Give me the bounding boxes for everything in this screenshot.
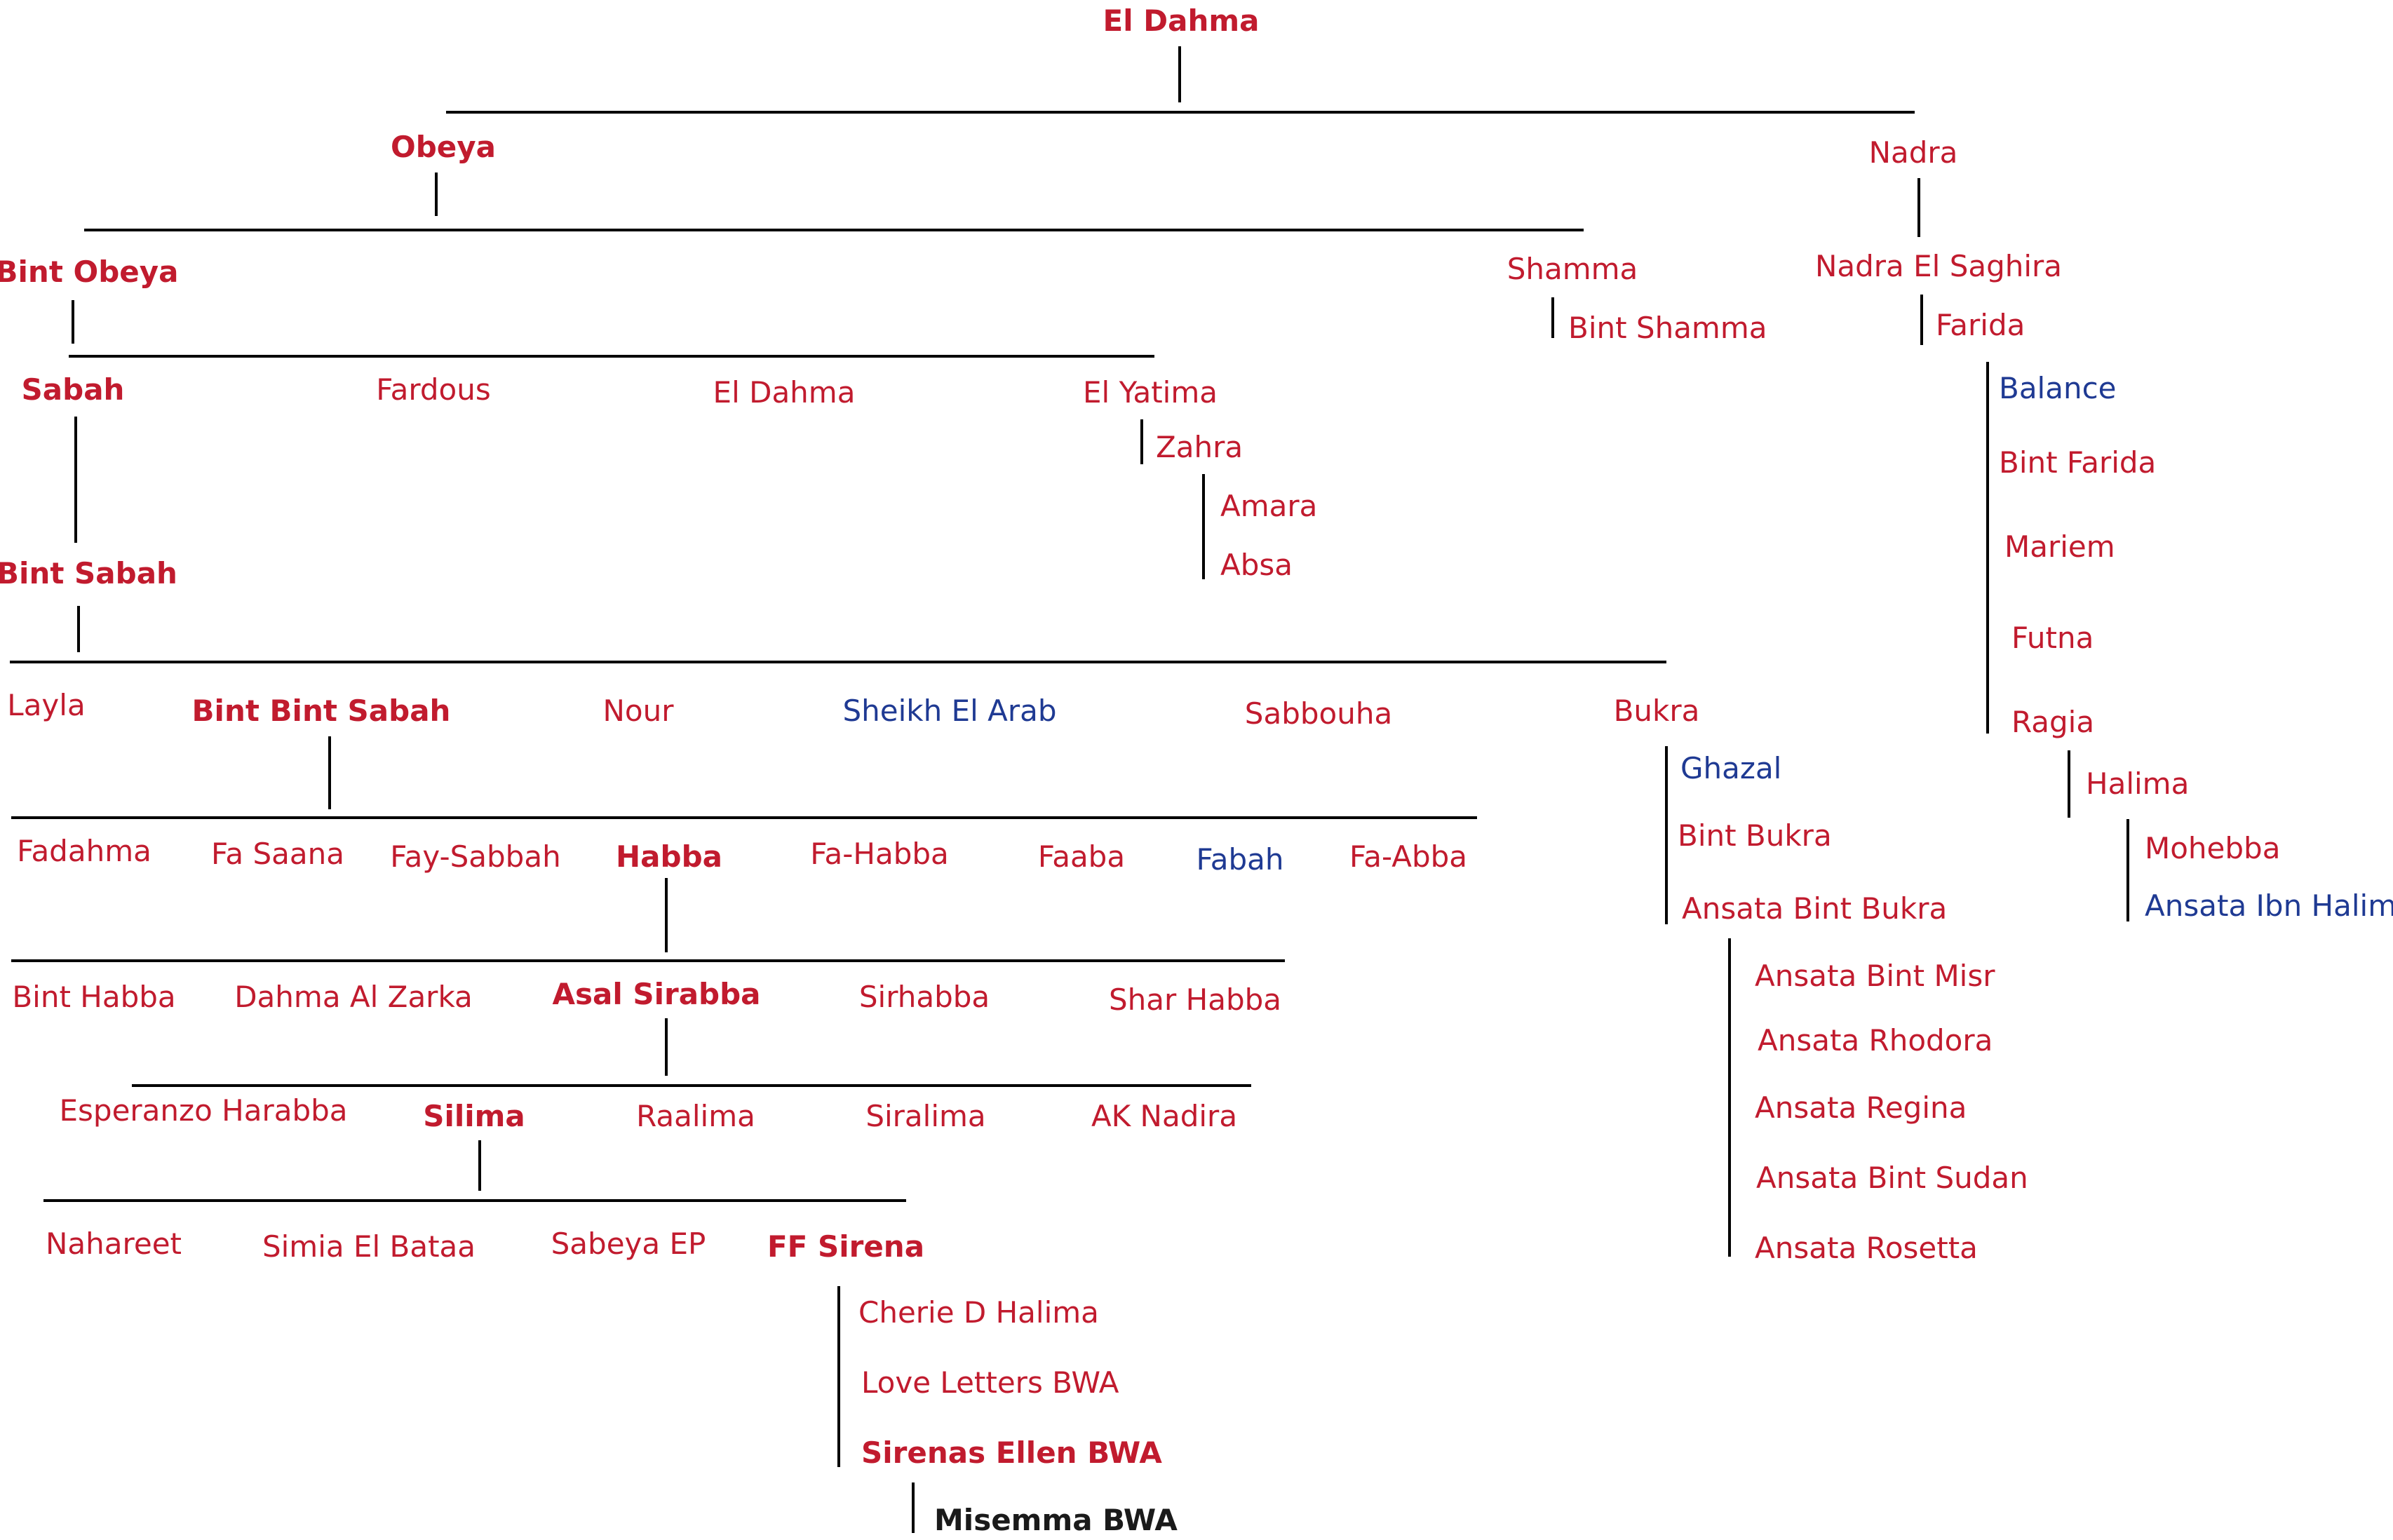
node-bint-obeya: Bint Obeya: [0, 255, 179, 289]
node-futna: Futna: [2011, 621, 2094, 655]
node-bint-sabah: Bint Sabah: [0, 556, 177, 590]
node-sabbouha: Sabbouha: [1244, 696, 1393, 731]
node-simia-el-bataa: Simia El Bataa: [262, 1229, 476, 1264]
node-esperanzo-harabba: Esperanzo Harabba: [59, 1093, 348, 1128]
node-love-letters-bwa: Love Letters BWA: [861, 1365, 1119, 1400]
node-ragia: Ragia: [2011, 705, 2095, 739]
node-silima: Silima: [423, 1099, 525, 1133]
node-ff-sirena: FF Sirena: [767, 1229, 925, 1264]
node-fadahma: Fadahma: [17, 834, 151, 868]
node-cherie-d-halima: Cherie D Halima: [858, 1295, 1099, 1330]
node-nadra-el-saghira: Nadra El Saghira: [1814, 249, 2063, 283]
node-nahareet: Nahareet: [45, 1227, 182, 1261]
node-bint-farida: Bint Farida: [1999, 445, 2157, 480]
node-el-dahma-root: El Dahma: [1103, 4, 1260, 38]
node-ansata-rosetta: Ansata Rosetta: [1755, 1231, 1978, 1265]
node-sirenas-ellen-bwa: Sirenas Ellen BWA: [861, 1436, 1162, 1470]
node-bint-habba: Bint Habba: [12, 980, 176, 1014]
node-nadra: Nadra: [1868, 135, 1958, 170]
node-farida: Farida: [1936, 308, 2025, 342]
node-fardous: Fardous: [376, 372, 491, 407]
node-fa-abba: Fa-Abba: [1349, 839, 1468, 874]
node-fabah: Fabah: [1196, 842, 1284, 877]
node-misemma-bwa: Misemma BWA: [934, 1503, 1178, 1537]
node-el-yatima: El Yatima: [1083, 375, 1218, 410]
node-nour: Nour: [602, 694, 674, 728]
node-bint-bukra: Bint Bukra: [1678, 818, 1832, 853]
node-bint-shamma: Bint Shamma: [1568, 311, 1767, 345]
node-raalima: Raalima: [636, 1099, 755, 1133]
node-dahma-al-zarka: Dahma Al Zarka: [234, 980, 473, 1014]
node-fa-habba: Fa-Habba: [810, 837, 949, 871]
node-faaba: Faaba: [1037, 839, 1126, 874]
node-ansata-ibn-halim: Ansata Ibn Halim: [2145, 889, 2393, 923]
node-ak-nadira: AK Nadira: [1091, 1099, 1238, 1133]
node-obeya: Obeya: [391, 130, 496, 164]
node-balance: Balance: [1999, 371, 2117, 405]
node-layla: Layla: [7, 688, 86, 722]
node-ghazal: Ghazal: [1680, 751, 1782, 785]
node-ansata-bint-misr: Ansata Bint Misr: [1755, 959, 1995, 993]
node-fa-saana: Fa Saana: [211, 837, 344, 871]
node-shar-habba: Shar Habba: [1108, 982, 1282, 1017]
node-ansata-bint-bukra: Ansata Bint Bukra: [1682, 891, 1948, 926]
node-ansata-bint-sudan: Ansata Bint Sudan: [1756, 1161, 2028, 1195]
node-bukra: Bukra: [1613, 694, 1700, 728]
node-ansata-regina: Ansata Regina: [1755, 1090, 1967, 1125]
node-sabah: Sabah: [21, 372, 125, 407]
node-mohebba: Mohebba: [2145, 831, 2281, 865]
node-habba: Habba: [616, 839, 722, 874]
node-mariem: Mariem: [2004, 529, 2115, 564]
node-amara: Amara: [1220, 489, 1318, 523]
node-fay-sabbah: Fay-Sabbah: [390, 839, 561, 874]
node-halima: Halima: [2086, 766, 2190, 801]
node-el-dahma-2: El Dahma: [713, 375, 856, 410]
node-asal-sirabba: Asal Sirabba: [552, 977, 761, 1011]
node-absa: Absa: [1220, 548, 1293, 582]
node-sheikh-el-arab: Sheikh El Arab: [842, 694, 1057, 728]
node-shamma: Shamma: [1506, 252, 1638, 286]
node-sirhabba: Sirhabba: [858, 980, 990, 1014]
node-bint-bint-sabah: Bint Bint Sabah: [191, 694, 451, 728]
node-siralima: Siralima: [865, 1099, 986, 1133]
node-zahra: Zahra: [1156, 430, 1243, 464]
node-ansata-rhodora: Ansata Rhodora: [1758, 1023, 1993, 1058]
node-sabeya-ep: Sabeya EP: [551, 1227, 706, 1261]
